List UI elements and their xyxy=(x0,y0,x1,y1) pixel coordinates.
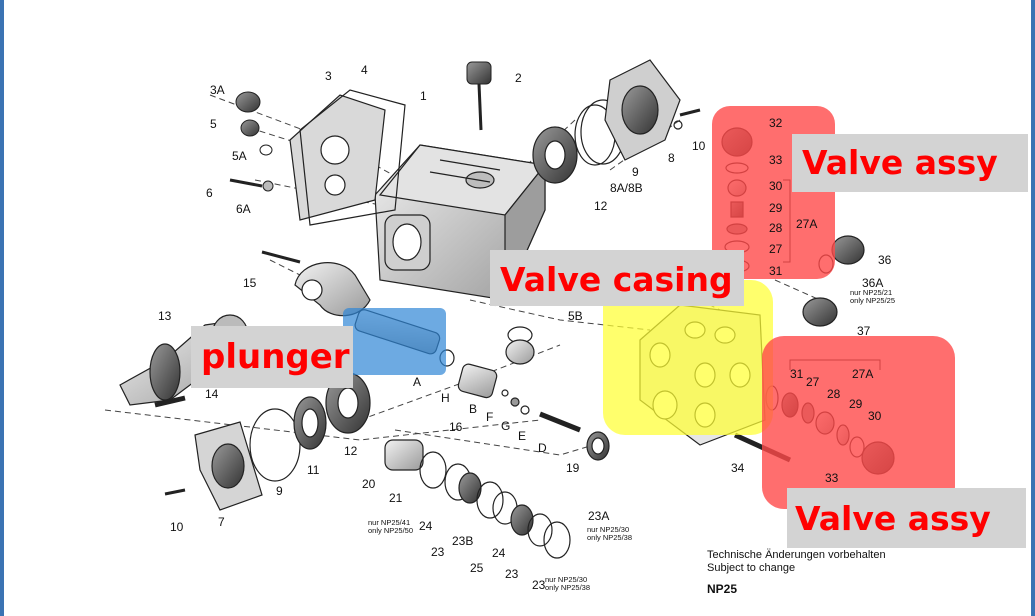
part-label: 30 xyxy=(769,179,783,193)
slide-border-left xyxy=(0,0,4,616)
part-label: 24 xyxy=(492,546,506,560)
part-label: 15 xyxy=(243,276,257,290)
part-label: 27 xyxy=(806,375,820,389)
part-label: 29 xyxy=(769,201,783,215)
variant-notes: nur NP25/21 only NP25/25 nur NP25/41 onl… xyxy=(368,288,895,592)
bearing-flange xyxy=(164,421,263,511)
part-label: 3A xyxy=(210,83,225,97)
plunger-label: plunger xyxy=(191,326,353,388)
part-label: 5 xyxy=(210,117,217,131)
valve-assy-top-label: Valve assy xyxy=(792,134,1028,192)
part-label: 10 xyxy=(170,520,184,534)
part-label: 31 xyxy=(769,264,783,278)
part-label: 20 xyxy=(362,477,376,491)
note-text: only NP25/38 xyxy=(545,583,590,592)
part-label: 7 xyxy=(218,515,225,529)
part-label: 16 xyxy=(449,420,463,434)
part-label: 30 xyxy=(868,409,882,423)
note-text: nur NP25/21 xyxy=(850,288,892,297)
dipstick xyxy=(466,61,492,131)
part-label: 29 xyxy=(849,397,863,411)
part-label: 13 xyxy=(158,309,172,323)
part-label: 34 xyxy=(731,461,745,475)
part-label: 5B xyxy=(568,309,583,323)
valve-casing-highlight xyxy=(603,280,773,435)
part-label: 23 xyxy=(431,545,445,559)
note-text: only NP25/25 xyxy=(850,296,895,305)
part-label: G xyxy=(501,419,510,433)
oil-plugs xyxy=(229,91,274,192)
part-label: 12 xyxy=(594,199,608,213)
part-label: 5A xyxy=(232,149,247,163)
cover-plate xyxy=(289,89,406,226)
part-label: 23 xyxy=(505,567,519,581)
part-label: 23 xyxy=(532,578,546,592)
part-label: 27 xyxy=(769,242,783,256)
valve-assy-bottom-label: Valve assy xyxy=(787,488,1026,548)
note-text: only NP25/38 xyxy=(587,533,632,542)
seal-5b xyxy=(505,326,535,365)
part-label: B xyxy=(469,402,477,416)
footnote-line-1: Technische Änderungen vorbehalten xyxy=(707,549,886,561)
part-label: 6 xyxy=(206,186,213,200)
part-label: H xyxy=(441,391,450,405)
footnote-line-2: Subject to change xyxy=(707,562,796,574)
part-label: 36 xyxy=(878,253,892,267)
part-label: 36A xyxy=(862,276,883,290)
part-label: 28 xyxy=(827,387,841,401)
part-label: 32 xyxy=(769,116,783,130)
note-text: nur NP25/41 xyxy=(368,518,410,527)
part-label: 14 xyxy=(205,387,219,401)
slide-border-right xyxy=(1031,0,1035,616)
part-label: 19 xyxy=(566,461,580,475)
part-label: 33 xyxy=(769,153,783,167)
part-label: 1 xyxy=(420,89,427,103)
part-labels: 3A 5 5A 6 6A 3 4 1 2 12 8A/8B 9 8 10 15 … xyxy=(158,63,892,592)
part-label: 33 xyxy=(825,471,839,485)
part-label: 6A xyxy=(236,202,251,216)
part-label: D xyxy=(538,441,547,455)
part-label: 8A/8B xyxy=(610,181,643,195)
note-text: nur NP25/30 xyxy=(545,575,587,584)
part-label: 2 xyxy=(515,71,522,85)
part-label: 27A xyxy=(796,217,817,231)
part-label: 31 xyxy=(790,367,804,381)
part-label: 8 xyxy=(668,151,675,165)
part-label: F xyxy=(486,410,493,424)
part-label: 25 xyxy=(470,561,484,575)
part-label: 28 xyxy=(769,221,783,235)
part-label: 9 xyxy=(632,165,639,179)
valve-casing-label: Valve casing xyxy=(490,250,744,306)
note-text: only NP25/50 xyxy=(368,526,413,535)
part-label: 12 xyxy=(344,444,358,458)
valve-assy-bottom-highlight xyxy=(762,336,955,509)
part-label: 10 xyxy=(692,139,706,153)
crank-bearing-seals xyxy=(249,372,371,482)
part-label: 3 xyxy=(325,69,332,83)
connecting-rod xyxy=(261,250,371,317)
part-label: 23A xyxy=(588,509,609,523)
part-label: 23B xyxy=(452,534,473,548)
note-text: nur NP25/30 xyxy=(587,525,629,534)
part-label: 37 xyxy=(857,324,871,338)
part-label: 24 xyxy=(419,519,433,533)
part-label: 9 xyxy=(276,484,283,498)
plunger-highlight xyxy=(343,308,446,375)
part-label: E xyxy=(518,429,526,443)
footnote-model: NP25 xyxy=(707,582,738,596)
part-label: 11 xyxy=(307,463,320,477)
part-label: 21 xyxy=(389,491,403,505)
part-label: A xyxy=(413,375,421,389)
seal-stack xyxy=(384,431,610,559)
part-label: 27A xyxy=(852,367,873,381)
part-label: 4 xyxy=(361,63,368,77)
bearing-top xyxy=(532,59,701,184)
